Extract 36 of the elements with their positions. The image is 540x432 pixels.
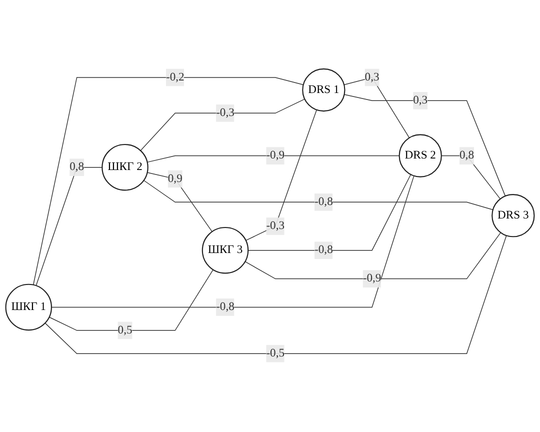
edge-label: -0,3: [266, 220, 285, 233]
connector: [244, 232, 502, 280]
edge-label: -0,8: [314, 244, 333, 257]
connector: [140, 99, 306, 152]
edge-label: 0,5: [118, 324, 132, 337]
connector: [146, 172, 212, 232]
node-circle: DRS 2: [398, 134, 442, 178]
edge-label: -0,5: [266, 348, 285, 360]
connector: [441, 156, 501, 200]
connector: [51, 176, 414, 308]
edge-label: -0,2: [166, 71, 184, 84]
connector: [245, 110, 318, 242]
edge-label: 0,8: [460, 150, 474, 162]
connector: [146, 156, 400, 164]
node-circle: ШКГ 3: [202, 227, 249, 274]
edge-label: 0,3: [364, 71, 380, 84]
connector: [32, 78, 304, 286]
connector: [36, 167, 103, 286]
connector: [344, 94, 506, 197]
connector: [44, 236, 507, 354]
edge-label: 0,8: [70, 161, 84, 174]
edge-label: -0,8: [314, 196, 333, 208]
edge-label: -0,8: [216, 301, 234, 314]
node-circle: ШКГ 2: [102, 144, 148, 192]
connector: [344, 78, 410, 139]
node-circle: DRS 1: [302, 68, 346, 112]
edge-label: 0,9: [168, 172, 182, 186]
connector: [248, 174, 412, 252]
connector: [48, 270, 214, 332]
edge-label: -0,9: [266, 150, 285, 162]
edge-label: -0,9: [362, 272, 382, 286]
node-circle: ШКГ 1: [5, 284, 52, 332]
connector: [143, 180, 494, 211]
node-circle: DRS 3: [492, 194, 535, 238]
edge-label: -0,3: [216, 107, 234, 120]
edge-label: 0,3: [413, 94, 428, 107]
